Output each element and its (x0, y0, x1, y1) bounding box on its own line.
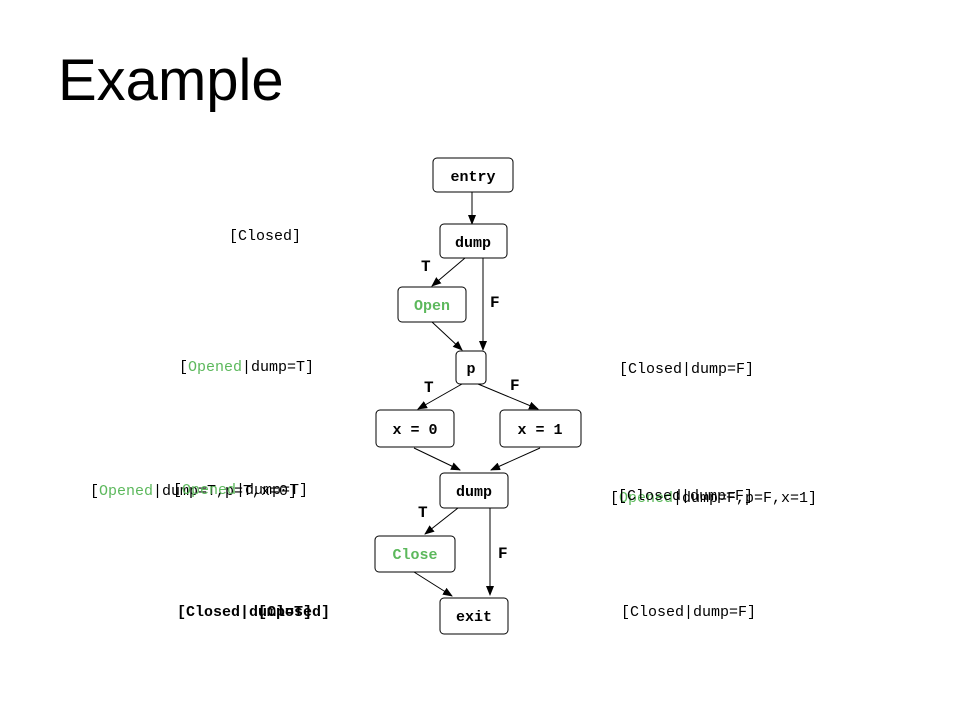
node-close-label: Close (392, 547, 437, 564)
edge-x1-dump (490, 447, 541, 471)
annotation-left-overlap-b: [Opened|dump=T] (173, 482, 308, 499)
edge-dump-open (431, 257, 466, 287)
annotation-bottom-left-b: [Closed] (258, 604, 330, 621)
node-x1-label: x = 1 (517, 422, 562, 439)
annotation-p-false: [Closed|dump=F] (619, 361, 754, 378)
edge-label-p-true: T (424, 379, 434, 397)
node-p: p (455, 350, 487, 385)
node-exit: exit (439, 597, 509, 635)
slide-title: Example (58, 48, 284, 113)
node-p-label: p (466, 361, 475, 378)
annotation-after-entry: [Closed] (229, 228, 301, 245)
edge-open-p (431, 321, 463, 351)
node-open: Open (397, 286, 467, 323)
edge-label-p-false: F (510, 377, 520, 395)
edge-p-x1 (477, 383, 539, 410)
edge-close-exit (413, 571, 453, 597)
edge-label-dump2-true: T (418, 504, 428, 522)
edge-p-x0 (417, 383, 463, 410)
node-open-label: Open (414, 298, 450, 315)
node-dump-1: dump (439, 223, 508, 259)
annotation-right-overlap-a: [Opened|dump=F,p=F,x=1] (610, 490, 817, 507)
node-close: Close (374, 535, 456, 573)
node-x1: x = 1 (499, 409, 582, 448)
annotation-after-open: [Opened|dump=T] (179, 359, 314, 376)
annotation-right-overlap-b: [Closed|dump=F] (618, 488, 753, 505)
annotation-bottom-left-a: [Closed|dump=T] (177, 604, 312, 621)
edge-label-dump1-true: T (421, 258, 431, 276)
node-dump-2: dump (439, 472, 509, 509)
annotation-bottom-right: [Closed|dump=F] (621, 604, 756, 621)
edge-label-dump1-false: F (490, 294, 500, 312)
node-exit-label: exit (456, 609, 492, 626)
node-dump-1-label: dump (455, 235, 491, 252)
node-entry: entry (432, 157, 514, 193)
edge-x0-dump (413, 447, 461, 471)
edge-label-dump2-false: F (498, 545, 508, 563)
node-dump-2-label: dump (456, 484, 492, 501)
edge-dump-close (424, 507, 459, 535)
node-x0-label: x = 0 (392, 422, 437, 439)
annotation-left-overlap-a: [Opened|dump=T,p=T,x=0] (90, 483, 297, 500)
node-x0: x = 0 (375, 409, 455, 448)
node-entry-label: entry (450, 169, 495, 186)
